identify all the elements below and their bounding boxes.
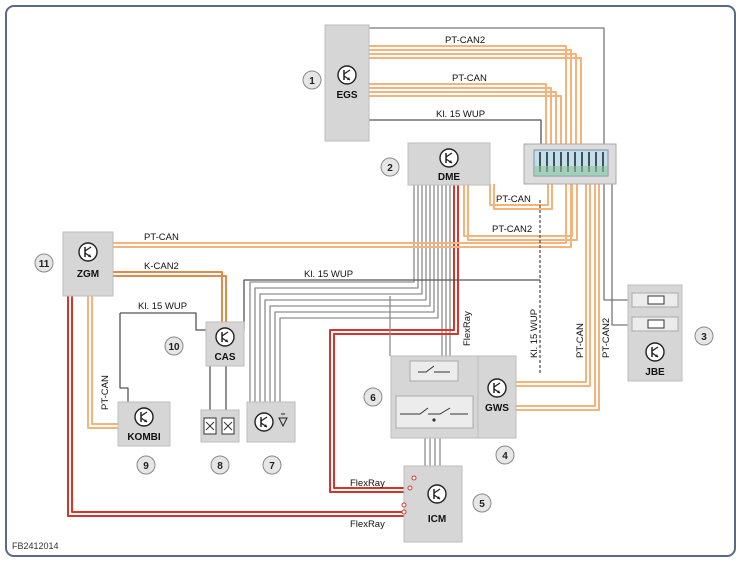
label-gws-kl15: Kl. 15 WUP: [529, 309, 540, 358]
gws-label: GWS: [485, 403, 509, 414]
svg-text:7: 7: [269, 461, 275, 472]
module-fuses[interactable]: [200, 409, 240, 443]
egs-pt-can-bundle: [368, 83, 562, 150]
kombi-label: KOMBI: [127, 432, 161, 443]
label-kombi-pt-can: PT-CAN: [100, 375, 111, 410]
switch-icm-bundle: [424, 438, 441, 466]
kombi-pt-can-bundle: [87, 296, 118, 429]
label-egs-pt-can2: PT-CAN2: [445, 35, 485, 46]
svg-text:6: 6: [370, 393, 376, 404]
label-flexray-vertical: FlexRay: [462, 311, 473, 346]
module-number-9: 9: [136, 455, 156, 475]
svg-text:5: 5: [479, 499, 485, 510]
label-zgm-kl15: Kl. 15 WUP: [138, 301, 187, 312]
module-kombi[interactable]: KOMBI: [117, 401, 171, 447]
zgm-kl15-wire: [120, 312, 206, 331]
label-cas-kl15: Kl. 15 WUP: [304, 269, 353, 280]
label-icm-flexray-bottom: FlexRay: [350, 519, 385, 530]
icm-label: ICM: [428, 514, 446, 525]
egs-label: EGS: [336, 90, 357, 101]
svg-text:4: 4: [502, 451, 508, 462]
svg-text:8: 8: [217, 461, 223, 472]
label-egs-pt-can: PT-CAN: [452, 73, 487, 84]
label-icm-flexray-top: FlexRay: [350, 478, 385, 489]
module-number-6: 6: [363, 387, 383, 407]
module-number-2: 2: [380, 157, 400, 177]
label-gws-pt-can: PT-CAN: [575, 323, 586, 358]
egs-pt-can2-bundle: [368, 45, 582, 150]
module-sensor[interactable]: [246, 401, 296, 443]
dme-label: DME: [438, 172, 461, 183]
zgm-pt-can-bundle: [113, 178, 572, 248]
zgm-label: ZGM: [77, 269, 99, 280]
module-jbe[interactable]: JBE: [627, 284, 683, 382]
jbe-label: JBE: [645, 367, 665, 378]
connector-jbe-wire: [611, 175, 628, 326]
module-cas[interactable]: CAS: [205, 321, 245, 367]
zgm-flexray: [67, 296, 404, 517]
cas-label: CAS: [214, 352, 235, 363]
module-gws[interactable]: GWS: [477, 355, 517, 439]
label-dme-pt-can: PT-CAN: [496, 194, 531, 205]
module-number-5: 5: [472, 493, 492, 513]
label-egs-kl15: Kl. 15 WUP: [436, 109, 485, 120]
figure-code: FB2412014: [12, 541, 59, 551]
connector-block: [523, 143, 617, 185]
module-number-10: 10: [164, 336, 184, 356]
module-number-11: 11: [34, 253, 54, 273]
svg-text:1: 1: [309, 76, 315, 87]
egs-kl15-wire: [368, 119, 542, 148]
label-zgm-k-can2: K-CAN2: [144, 261, 179, 272]
module-icm[interactable]: ICM: [401, 465, 463, 543]
wire-labels: PT-CAN2 PT-CAN Kl. 15 WUP PT-CAN PT-CAN2…: [100, 35, 612, 530]
svg-text:9: 9: [143, 461, 149, 472]
label-zgm-pt-can: PT-CAN: [144, 232, 179, 243]
gws-pt-can-bundle: [515, 178, 600, 411]
kombi-kl15-wire: [119, 313, 129, 402]
module-dme[interactable]: DME: [407, 142, 491, 186]
module-switch-panel[interactable]: [390, 355, 479, 439]
module-number-1: 1: [302, 70, 322, 90]
module-number-8: 8: [210, 455, 230, 475]
svg-text:11: 11: [39, 259, 50, 270]
zgm-k-can2: [113, 271, 227, 322]
label-gws-pt-can2: PT-CAN2: [601, 318, 612, 358]
label-dme-pt-can2: PT-CAN2: [492, 224, 532, 235]
svg-text:2: 2: [387, 163, 393, 174]
module-egs[interactable]: EGS: [324, 24, 370, 142]
module-number-3: 3: [694, 326, 714, 346]
module-zgm[interactable]: ZGM: [62, 231, 114, 297]
svg-text:3: 3: [701, 332, 707, 343]
svg-text:10: 10: [168, 342, 180, 353]
module-number-7: 7: [262, 455, 282, 475]
module-number-4: 4: [495, 445, 515, 465]
dme-pt-can-bundle: [489, 178, 553, 210]
